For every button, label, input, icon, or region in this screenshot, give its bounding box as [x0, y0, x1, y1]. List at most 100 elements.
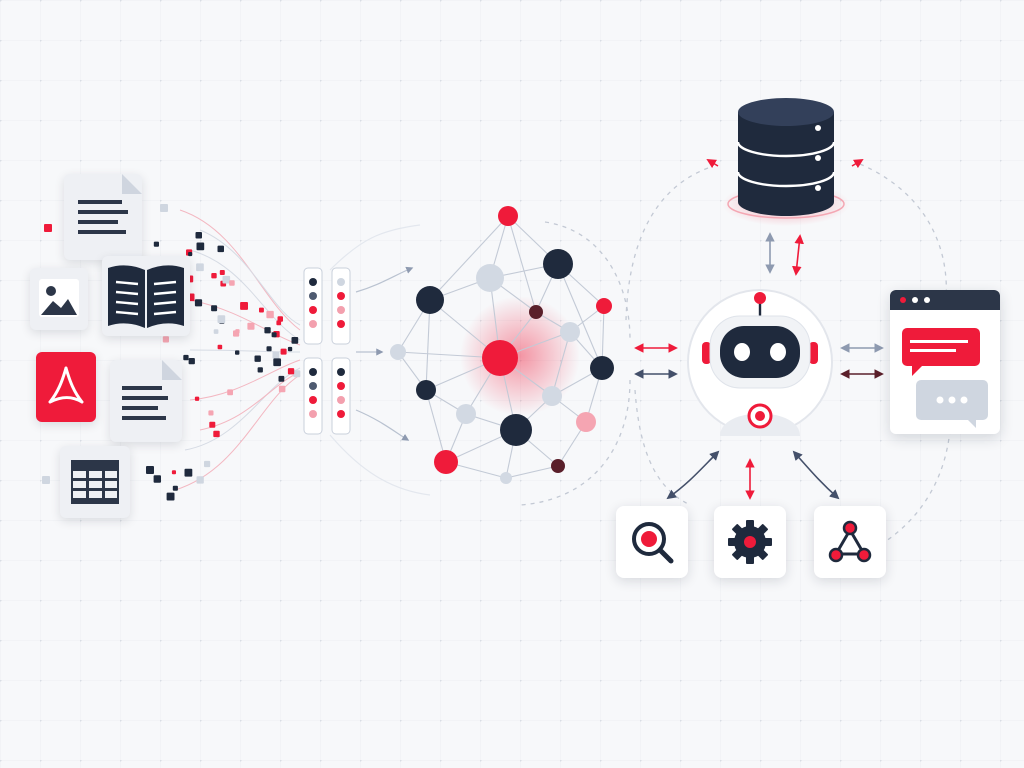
data-particle	[195, 232, 202, 239]
network-node	[476, 264, 504, 292]
dashed-orbit-arcs	[519, 163, 951, 546]
data-particle	[291, 337, 299, 344]
data-particle	[217, 315, 226, 323]
data-particle	[273, 358, 281, 367]
data-particle	[235, 350, 240, 355]
data-particle	[146, 466, 154, 474]
vector-column	[303, 357, 323, 435]
robot-assistant-icon	[687, 289, 833, 436]
data-particle	[277, 316, 283, 322]
data-particle	[196, 263, 204, 272]
data-particle	[153, 475, 161, 483]
network-node	[434, 450, 458, 474]
network-node	[590, 356, 614, 380]
data-particle	[272, 351, 280, 359]
data-particle	[211, 305, 218, 312]
data-particle	[287, 346, 293, 352]
data-particle	[204, 460, 211, 468]
network-node	[560, 322, 580, 342]
open-book-icon	[102, 256, 190, 336]
network-node	[500, 414, 532, 446]
vector-column	[303, 267, 323, 345]
search-icon	[632, 522, 674, 564]
data-particle	[217, 245, 224, 253]
data-particle	[264, 327, 271, 334]
window-dot	[900, 297, 906, 303]
network-node	[500, 472, 512, 484]
spreadsheet-icon	[60, 446, 130, 518]
data-particle	[208, 410, 214, 416]
network-edge	[425, 389, 447, 463]
gear-tool-tile	[714, 506, 786, 578]
data-particle	[227, 389, 233, 396]
data-particle	[184, 468, 193, 477]
network-node	[482, 340, 518, 376]
database-return-arrow	[706, 159, 719, 169]
vector-column	[331, 267, 351, 345]
data-particle	[196, 476, 204, 484]
embedding-vectors-icon	[303, 267, 351, 435]
data-particle	[222, 275, 231, 284]
network-edge	[551, 331, 571, 397]
neural-network-icon	[390, 206, 614, 484]
data-particle	[160, 204, 168, 212]
data-particle	[259, 307, 264, 313]
window-dot	[924, 297, 930, 303]
network-edge	[505, 465, 559, 479]
data-particle	[266, 346, 272, 352]
database-icon	[722, 98, 850, 226]
network-node	[596, 298, 612, 314]
pdf-file-icon	[36, 352, 96, 422]
robot-tool-arrow	[666, 450, 720, 500]
data-particle	[276, 320, 282, 326]
data-particle	[162, 336, 169, 343]
data-particle	[219, 270, 225, 275]
network-edge	[425, 299, 431, 391]
data-particle	[240, 302, 248, 310]
network-node	[543, 249, 573, 279]
data-particle	[42, 476, 50, 484]
data-particle	[229, 280, 235, 286]
data-particle	[188, 252, 193, 257]
data-particle	[278, 375, 285, 382]
network-edge	[429, 215, 509, 301]
network-node	[456, 404, 476, 424]
chat-window-icon	[890, 290, 1000, 434]
data-particle	[278, 385, 286, 393]
network-node	[416, 286, 444, 314]
window-titlebar	[890, 290, 1000, 310]
network-node	[576, 412, 596, 432]
data-particle	[254, 355, 261, 362]
data-particle	[194, 396, 200, 401]
data-particle	[196, 242, 205, 251]
data-particle	[211, 273, 217, 279]
data-particle	[233, 330, 240, 337]
data-particle	[209, 421, 216, 428]
data-particle	[280, 348, 287, 355]
network-edge	[557, 263, 603, 369]
text-document-icon	[64, 174, 142, 260]
graph-nodes-icon	[828, 520, 872, 563]
network-node	[551, 459, 565, 473]
search-tool-tile	[616, 506, 688, 578]
data-particle	[171, 470, 176, 475]
data-particle	[166, 492, 175, 501]
data-particle	[194, 299, 203, 307]
data-particle	[287, 368, 295, 375]
data-particle	[247, 322, 255, 330]
vector-column	[331, 357, 351, 435]
data-particle	[217, 344, 223, 350]
graph-tool-tile	[814, 506, 886, 578]
window-dot	[912, 297, 918, 303]
text-document-icon	[110, 360, 182, 442]
data-particle	[172, 485, 178, 491]
network-node	[542, 386, 562, 406]
chat-bubble-user	[902, 328, 980, 376]
gear-icon	[728, 520, 772, 564]
data-particle	[271, 332, 277, 338]
data-particle	[213, 329, 219, 334]
ingestion-flow-lines	[174, 209, 301, 491]
vector-to-network-lines	[329, 224, 431, 496]
